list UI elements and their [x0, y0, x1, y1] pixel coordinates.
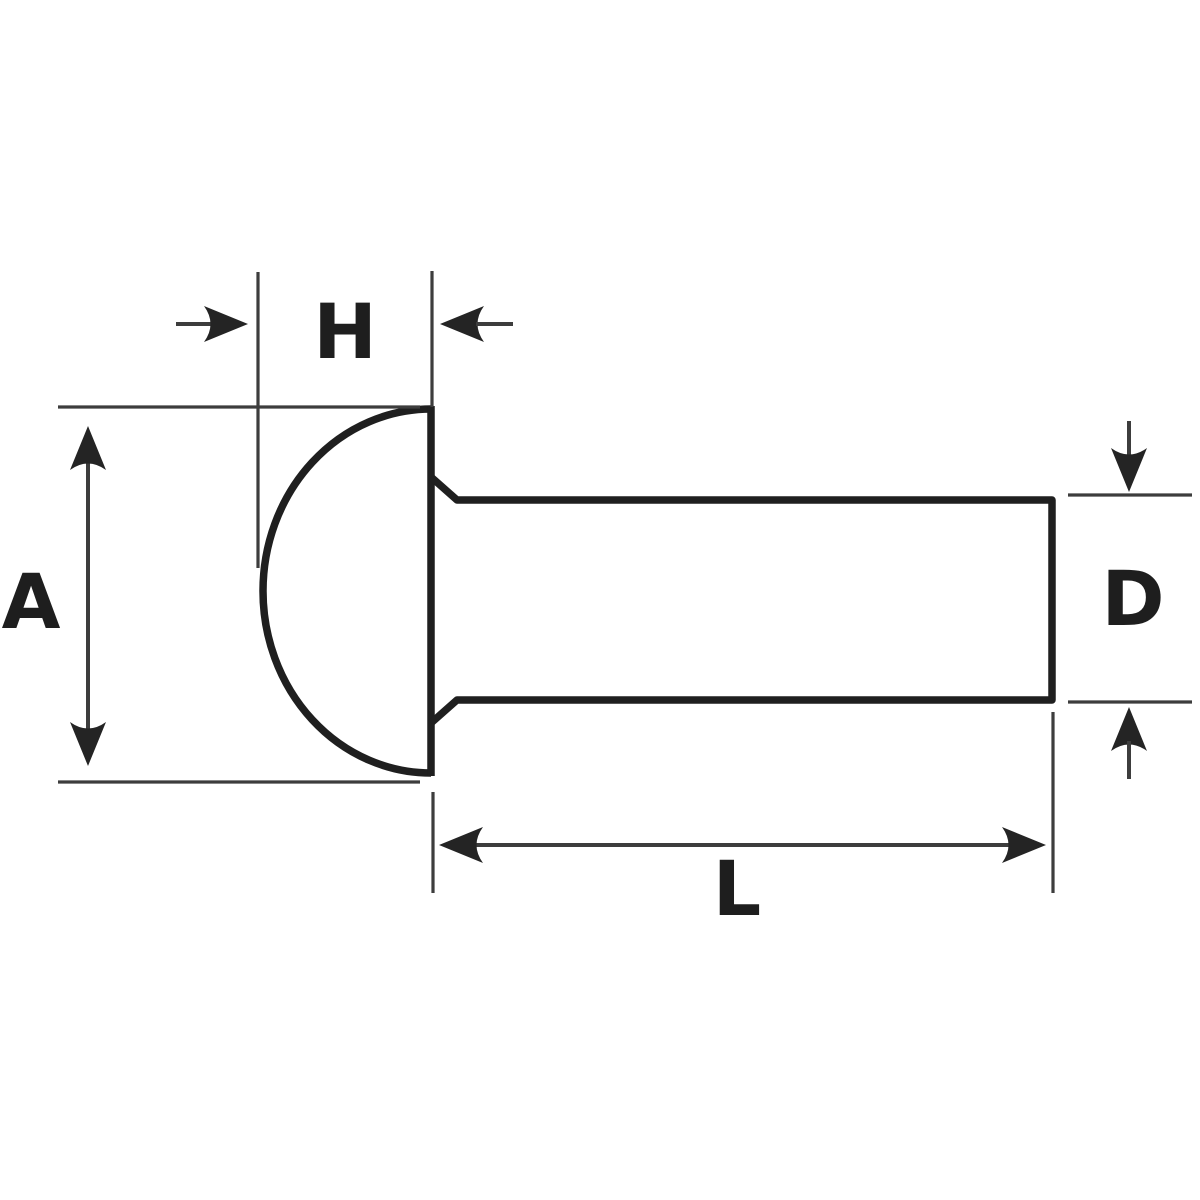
- a-arrowhead-down-pointing: [70, 722, 106, 766]
- rivet-head-dome: [259, 405, 432, 777]
- l-arrowhead-right-pointing: [1002, 827, 1046, 863]
- l-dimension-label: L: [713, 844, 761, 933]
- d-dimension-label: D: [1101, 554, 1164, 643]
- dimension-h: H: [176, 271, 513, 568]
- dimension-a: A: [2, 405, 420, 784]
- a-arrowhead-up-pointing: [70, 426, 106, 470]
- dimension-d: D: [1068, 421, 1192, 779]
- d-arrowhead-up-pointing: [1111, 707, 1147, 751]
- rivet-shank: [428, 474, 1056, 726]
- rivet-outline-group: [259, 405, 1056, 777]
- h-arrowhead-right-pointing: [204, 306, 248, 342]
- d-arrowhead-down-pointing: [1111, 448, 1147, 492]
- dimension-l: L: [431, 712, 1055, 933]
- l-arrowhead-left-pointing: [439, 827, 483, 863]
- a-dimension-label: A: [2, 557, 61, 646]
- h-arrowhead-left-pointing: [440, 306, 484, 342]
- h-dimension-label: H: [313, 287, 377, 376]
